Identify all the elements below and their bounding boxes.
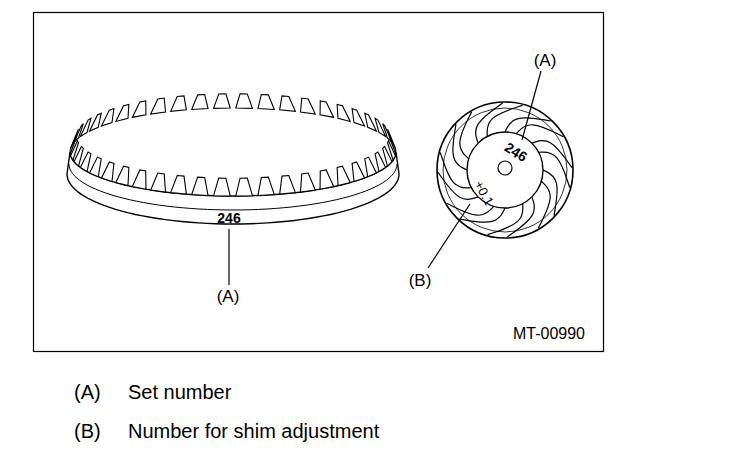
legend-key: (B)	[74, 421, 101, 441]
gear-tooth	[258, 177, 274, 195]
gear-tooth	[214, 178, 231, 196]
gear-tooth	[300, 98, 315, 114]
gear-tooth	[236, 178, 253, 196]
gear-tooth	[214, 94, 231, 109]
gear-tooth	[132, 170, 146, 189]
gear-tooth	[236, 94, 253, 109]
pinion-hole	[498, 161, 512, 175]
leader-line	[428, 204, 470, 268]
gear-tooth	[192, 94, 208, 109]
gear-tooth	[80, 152, 91, 172]
pinion-hub	[467, 132, 543, 208]
drive-pinion	[437, 102, 573, 238]
gear-tooth	[116, 104, 129, 121]
gear-tooth	[337, 166, 350, 185]
gear-tooth	[320, 101, 334, 117]
set-number: 246	[217, 211, 240, 225]
legend-text: Number for shim adjustment	[128, 421, 379, 441]
gear-tooth	[90, 113, 102, 131]
legend-text: Set number	[128, 382, 231, 402]
gear-tooth	[280, 96, 296, 111]
spiral-tooth	[538, 181, 550, 228]
gear-tooth	[116, 166, 129, 185]
figure-code: MT-00990	[513, 326, 585, 342]
leader-line	[522, 71, 541, 140]
gear-tooth	[320, 170, 334, 189]
pinion-outline	[437, 102, 573, 238]
gear-tooth	[171, 175, 187, 194]
gear-tooth	[365, 113, 377, 131]
gear-tooth	[365, 157, 377, 177]
callout-letter: (A)	[534, 52, 557, 69]
gear-tooth	[192, 177, 208, 195]
ring-edge	[69, 164, 397, 210]
gear-tooth	[337, 104, 350, 121]
gear-tooth	[375, 152, 386, 172]
ring-gear	[67, 94, 399, 224]
callout-letter: (B)	[409, 272, 432, 289]
figure-frame	[34, 13, 604, 352]
leader-line	[228, 229, 229, 285]
gear-tooth	[151, 173, 166, 192]
gear-tooth	[352, 109, 364, 126]
legend-key: (A)	[74, 382, 101, 402]
pinion-outline	[443, 108, 567, 232]
gear-tooth	[258, 94, 274, 109]
gear-tooth	[151, 98, 166, 114]
spiral-tooth	[460, 112, 472, 159]
gear-tooth	[132, 101, 146, 117]
gear-tooth	[300, 173, 315, 192]
gear-tooth	[101, 162, 113, 182]
gear-tooth	[90, 157, 102, 177]
gear-tooth	[280, 175, 296, 194]
callout-letter: (A)	[217, 288, 240, 305]
ring-rim	[67, 152, 399, 224]
leader-lines	[229, 71, 541, 285]
gear-tooth	[101, 109, 113, 126]
gear-tooth	[352, 162, 364, 182]
gear-tooth	[171, 96, 187, 111]
